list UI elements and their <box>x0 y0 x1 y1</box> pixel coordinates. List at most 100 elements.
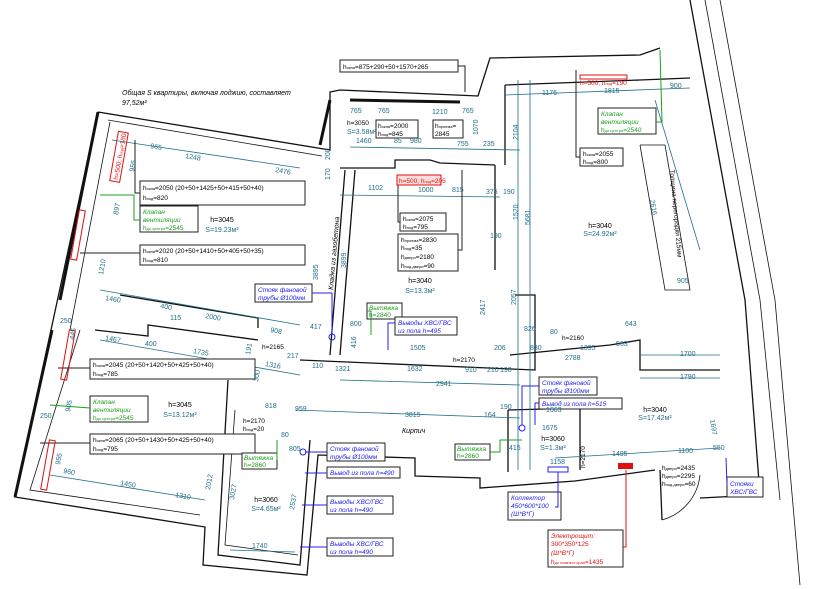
svg-text:Клапан: Клапан <box>601 111 623 118</box>
doorway-box: hпроема=2830 hпод=35 hдвери=2180 hпод.дв… <box>397 170 463 272</box>
svg-text:Клапан: Клапан <box>143 209 165 216</box>
dimension-label: 965 <box>150 143 163 152</box>
dimension-label: 826 <box>524 326 536 333</box>
dimension-label: 897 <box>113 203 122 216</box>
dimension-label: 800 <box>350 321 362 328</box>
svg-text:h=3060: h=3060 <box>254 497 278 504</box>
svg-text:hдвери=2180: hдвери=2180 <box>401 254 434 261</box>
dimension-label: 250 <box>60 318 72 325</box>
total-area-caption: Общая S квартиры, включая лоджию, состав… <box>122 89 291 97</box>
dimension-label: 563 <box>616 341 628 348</box>
electrical-panel-label: Электрощит:300*350*125(Ш*В*Г) hдо нижнег… <box>547 463 633 568</box>
dimension-label: 643 <box>625 321 637 328</box>
dimension-label: 1176 <box>542 90 557 97</box>
dimension-label: 110 <box>312 363 323 370</box>
svg-text:из пола h=490: из пола h=490 <box>330 549 373 556</box>
dimension-label: 85 <box>394 138 402 145</box>
dimension-label: 900 <box>670 83 682 90</box>
dimension-label: 980 <box>410 138 422 145</box>
svg-text:Вытяжка: Вытяжка <box>369 305 398 312</box>
window-box: hокна=2065 (20+50+1430+50+425+50+40) hпо… <box>40 433 256 455</box>
dimension-label: 1460 <box>356 138 372 145</box>
svg-text:hпод=800: hпод=800 <box>583 159 608 166</box>
dimension-label: 1210 <box>98 259 108 276</box>
svg-text:450*600*100: 450*600*100 <box>511 503 549 510</box>
height-label: h=2170 <box>453 357 475 364</box>
dimension-label: 1460 <box>105 295 122 305</box>
svg-text:hпод=795: hпод=795 <box>403 224 428 231</box>
dimension-label: 1000 <box>418 187 434 194</box>
dimension-label: 830 <box>530 345 542 352</box>
dimension-label: 1697 <box>708 419 718 436</box>
svg-text:hпод=35: hпод=35 <box>401 245 423 252</box>
svg-text:hпод.двери=90: hпод.двери=90 <box>401 263 435 270</box>
balcony-door-box: hпроема= 2845 <box>432 119 464 139</box>
dimension-label: 815 <box>452 187 464 194</box>
window-box: hокна=2055 hпод=800 <box>575 70 624 167</box>
window-box: hокна=2075 hпод=795 <box>397 175 447 232</box>
svg-text:h=2840: h=2840 <box>369 312 391 319</box>
dimension-label: 2788 <box>565 355 581 362</box>
window-box: hокна=2045 (20+50+1420+50+425+50+40) hпо… <box>58 358 256 380</box>
dimension-label: 400 <box>145 341 157 348</box>
svg-text:h=3045: h=3045 <box>210 217 234 224</box>
svg-text:hпод=785: hпод=785 <box>93 371 118 378</box>
svg-text:h=3045: h=3045 <box>168 402 192 409</box>
dimension-label: 3895 <box>313 264 320 280</box>
svg-text:hдо нижнего края=1435: hдо нижнего края=1435 <box>551 559 604 566</box>
svg-text:hокна=2020 (20+50+1410+50+405+: hокна=2020 (20+50+1410+50+405+50+35) <box>143 248 264 255</box>
dimension-label: 959 <box>295 406 307 413</box>
dimension-lines <box>49 80 721 553</box>
svg-text:Вытяжка: Вытяжка <box>457 446 486 453</box>
svg-text:hокна=2045 (20+50+1420+50+425+: hокна=2045 (20+50+1420+50+425+50+40) <box>93 362 214 369</box>
dimension-label: 1663 <box>546 407 562 414</box>
svg-text:из пола h=495: из пола h=495 <box>398 328 441 335</box>
dimension-label: 190 <box>490 233 502 240</box>
top-window-box: hокна=875+290+50+1570+265 <box>339 59 466 92</box>
dimension-label: 206 <box>494 345 506 352</box>
radiator-label: h=500; hпод=180 <box>109 130 129 183</box>
dimension-label: 164 <box>484 412 496 419</box>
svg-text:трубы Ø100мм: трубы Ø100мм <box>258 294 306 302</box>
brick-note: Кирпич <box>402 428 426 435</box>
dimension-label: 1700 <box>680 351 696 358</box>
svg-text:hокна=2000: hокна=2000 <box>378 123 409 130</box>
dimension-label: 550 <box>713 445 725 452</box>
dimension-label: 1210 <box>432 109 448 116</box>
svg-text:hпод=820: hпод=820 <box>143 195 168 202</box>
svg-text:hдвери=2435: hдвери=2435 <box>662 465 695 472</box>
total-area-value: 97,52м² <box>122 100 147 107</box>
dimension-label: 170 <box>325 168 332 180</box>
svg-text:вентиляции: вентиляции <box>601 119 639 126</box>
svg-text:(Ш*В*Г): (Ш*В*Г) <box>551 550 574 557</box>
dimension-label: 1070 <box>473 119 480 135</box>
floor-outlet-label: Вывод из пола h=490 <box>305 466 401 479</box>
radiator-label: h=500; hпод=190 <box>579 74 628 87</box>
svg-text:Стояки: Стояки <box>730 481 754 488</box>
svg-text:hокна=2050 (20+50+1425+50+415+: hокна=2050 (20+50+1425+50+415+50+40) <box>143 185 264 192</box>
dimension-label: 955 <box>55 453 64 466</box>
dimension-label: 2057 <box>511 289 518 305</box>
dimension-label: 2941 <box>436 381 452 388</box>
svg-text:S=1.3м²: S=1.3м² <box>540 445 566 452</box>
svg-text:h=500; hпод=205: h=500; hпод=205 <box>399 178 446 185</box>
dimension-label: 908 <box>270 327 283 336</box>
svg-text:h=3040: h=3040 <box>643 407 667 414</box>
dimension-label: 2476 <box>275 167 292 177</box>
dimension-label: 955 <box>129 160 138 173</box>
dimension-label: 1505 <box>410 345 426 352</box>
svg-text:hокна=2055: hокна=2055 <box>583 151 614 158</box>
dimension-label: 1310 <box>175 492 192 502</box>
svg-text:h=3050: h=3050 <box>347 120 369 127</box>
svg-text:S=13.3м²: S=13.3м² <box>405 288 435 295</box>
height-label: h=2165 <box>262 344 284 351</box>
entry-door-label: hдвери=2435 hдвери=2295 hпод.двери=60 <box>662 465 696 488</box>
height-sub-label: hпод=20 <box>243 426 265 433</box>
dimension-label: 445 <box>69 328 78 341</box>
